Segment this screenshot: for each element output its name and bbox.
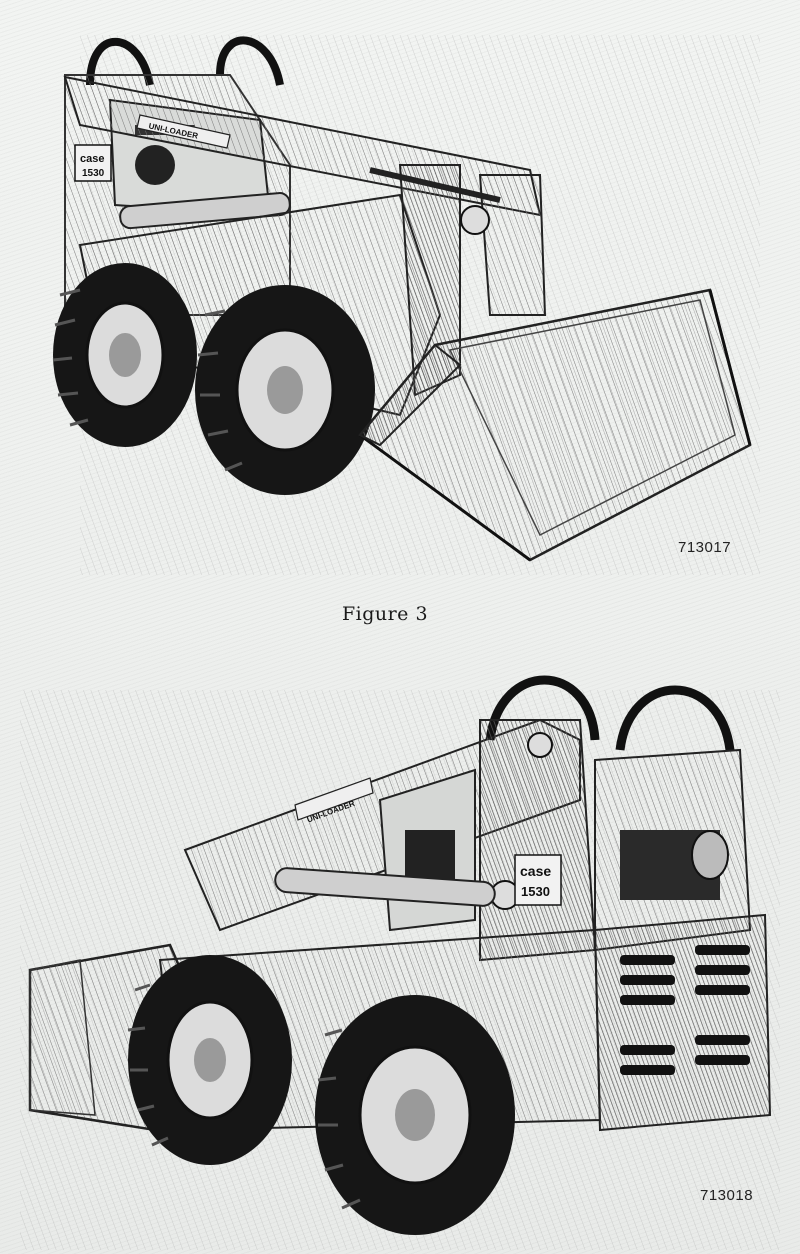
case-badge <box>514 854 562 906</box>
grille-slots <box>620 945 750 1075</box>
operator-seat <box>135 145 175 185</box>
hydraulic-hose <box>485 675 600 741</box>
case-badge-model: 1530 <box>521 884 550 899</box>
hydraulic-hose <box>86 37 154 86</box>
skid-steer-loader-rear-view-illustration: UNI-LOADER case 1530 <box>20 660 780 1250</box>
lift-cylinder <box>119 192 291 230</box>
illustration-part-number: 713017 <box>678 539 732 556</box>
hydraulic-hose <box>216 36 284 86</box>
illustration-part-number: 713018 <box>700 1187 754 1204</box>
figure-caption: Figure 3 <box>341 603 429 625</box>
case-badge-brand: case <box>520 863 551 879</box>
case-badge-brand: case <box>80 153 104 165</box>
skid-steer-loader-front-view-illustration: UNI-LOADER case 1530 <box>20 15 780 575</box>
case-badge-model: 1530 <box>82 168 105 179</box>
lift-cylinder <box>274 867 496 907</box>
hydraulic-hose <box>615 685 735 751</box>
case-badge <box>74 144 112 182</box>
